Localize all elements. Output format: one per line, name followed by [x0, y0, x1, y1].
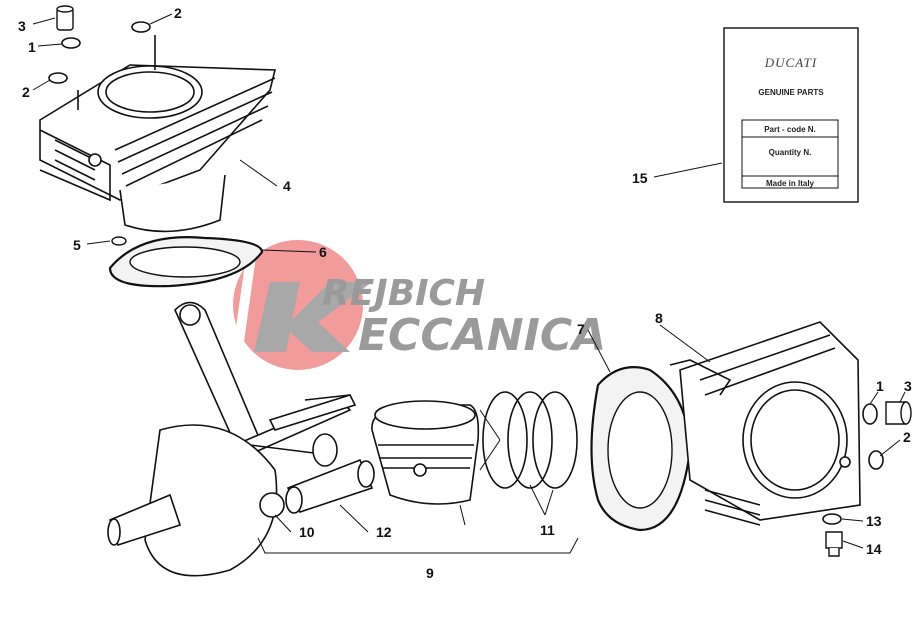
piston	[371, 400, 480, 505]
piston-rings	[479, 391, 578, 489]
tag-subtitle: GENUINE PARTS	[758, 88, 824, 97]
o-ring-right	[862, 403, 878, 425]
callout-8: 8	[655, 310, 663, 326]
tag-row-made-in: Made in Italy	[766, 179, 815, 188]
tag-row-quantity: Quantity N.	[769, 148, 812, 157]
callout-15: 15	[632, 170, 648, 186]
leader-lines	[32, 13, 906, 554]
o-ring-top	[61, 37, 81, 49]
callout-1-top: 1	[28, 39, 36, 55]
base-gasket-upper	[108, 236, 264, 288]
genuine-parts-tag: DUCATI GENUINE PARTS Part - code N. Quan…	[723, 27, 859, 203]
watermark-k-letter	[254, 282, 372, 352]
piston-pin	[285, 458, 375, 514]
callout-3-right: 3	[904, 378, 912, 394]
callout-6: 6	[319, 244, 327, 260]
callout-11: 11	[540, 522, 555, 538]
washer-top-center	[131, 21, 151, 33]
dowel-pin-top	[56, 5, 74, 31]
callout-9: 9	[426, 565, 434, 581]
cylinder-upper	[39, 35, 277, 233]
callout-10: 10	[299, 524, 315, 540]
washer-13	[822, 513, 842, 525]
callout-2-right: 2	[903, 429, 911, 445]
callout-3-top: 3	[18, 18, 26, 34]
callout-1-right: 1	[876, 378, 884, 394]
callout-5: 5	[73, 237, 81, 253]
tag-brand: DUCATI	[764, 55, 817, 70]
callout-numbers: 3 1 2 2 4 5 6 7 8 1 3 2 13 14 15 10 12 1…	[18, 5, 912, 581]
watermark-white-stripe	[229, 238, 259, 373]
dowel-pin-right	[885, 401, 912, 425]
callout-14: 14	[866, 541, 882, 557]
callout-7: 7	[577, 321, 585, 337]
cylinder-lower	[669, 321, 861, 526]
bolt-14	[825, 531, 843, 557]
callout-2-top-center: 2	[174, 5, 182, 21]
callout-4: 4	[283, 178, 291, 194]
washer-right	[868, 450, 884, 470]
tag-row-part-code: Part - code N.	[764, 125, 816, 134]
watermark-logo: REJBICH ECCANICA	[229, 238, 606, 373]
o-ring-small	[111, 236, 127, 246]
base-gasket-lower	[590, 366, 692, 532]
callout-13: 13	[866, 513, 882, 529]
washer-top-left	[48, 72, 68, 84]
watermark-line1: REJBICH	[322, 273, 485, 314]
watermark-line2: ECCANICA	[358, 310, 606, 361]
crankshaft-assembly	[107, 301, 357, 577]
callout-12: 12	[376, 524, 392, 540]
callout-2-top-left: 2	[22, 84, 30, 100]
